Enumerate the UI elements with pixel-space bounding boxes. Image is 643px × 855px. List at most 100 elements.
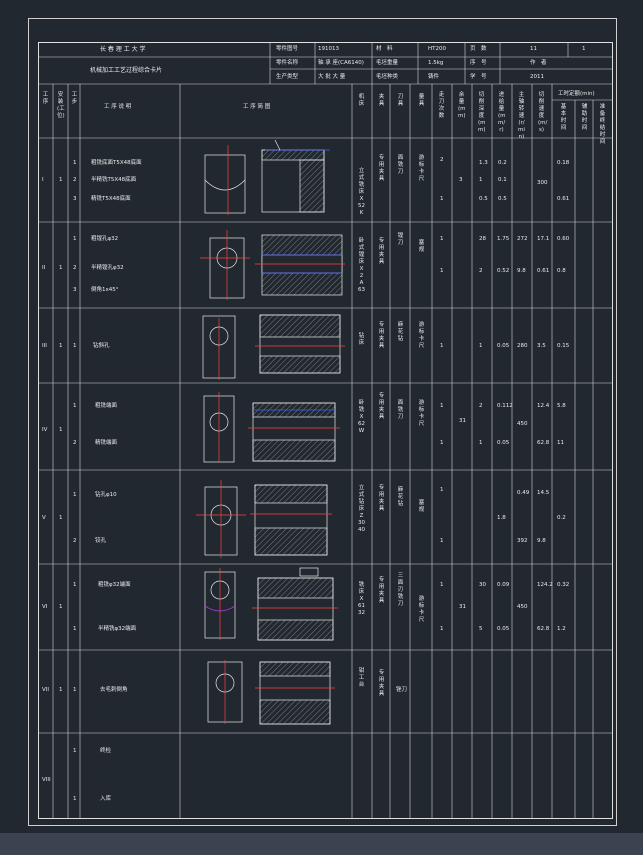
passes: 1	[440, 196, 444, 202]
cutter: 锉刀	[396, 687, 408, 693]
sketch-op5	[196, 480, 332, 558]
fixture: 专用夹具	[378, 238, 385, 265]
step-text: 去毛刺倒角	[100, 687, 128, 693]
production-type-label: 生产类型	[276, 74, 299, 80]
col-setup: 安装(工位)	[57, 92, 65, 119]
speed: 9.8	[517, 268, 526, 274]
step-no: 1	[73, 492, 77, 498]
step-text: 粗铣端面	[95, 403, 118, 409]
speed: 450	[517, 421, 528, 427]
machine: 卧式镗床X2A63	[358, 238, 365, 293]
step-text: 钻斜孔	[93, 343, 110, 349]
seq-label: 序 号	[470, 60, 487, 66]
fixture: 专用夹具	[378, 670, 385, 697]
speed: 280	[517, 343, 528, 349]
basic-time: 0.61	[557, 196, 570, 202]
step-no: 2	[73, 440, 77, 446]
speed: 300	[537, 180, 548, 186]
fixture: 专用夹具	[378, 322, 385, 349]
col-gauge: 量具	[418, 94, 425, 107]
row-process-no: VIII	[42, 777, 51, 783]
col-time-quota: 工时定额(min)	[558, 91, 595, 97]
feed: 0.2	[498, 160, 507, 166]
step-no: 1	[73, 582, 77, 588]
part-no: 191013	[318, 46, 339, 52]
machine: 钻床	[358, 333, 365, 346]
passes: 1	[440, 268, 444, 274]
fixture: 专用夹具	[378, 393, 385, 420]
depth: 1	[479, 440, 483, 446]
step-text: 终检	[100, 748, 112, 754]
feed: 0.112	[497, 403, 513, 409]
col-allowance: 余量(mm)	[458, 92, 466, 119]
step-no: 2	[73, 265, 77, 271]
sketch-op7	[207, 660, 335, 725]
gauge: 游标卡尺	[418, 400, 425, 427]
passes: 1	[440, 440, 444, 446]
feed: 0.52	[497, 268, 510, 274]
material: HT200	[428, 46, 446, 52]
passes: 1	[440, 626, 444, 632]
col-content: 工 序 说 明	[104, 104, 132, 110]
col-process-no: 工序	[42, 92, 49, 105]
row-setup: 1	[59, 177, 63, 183]
col-basic-time: 基本时间	[560, 104, 567, 131]
basic-time: 1.2	[557, 626, 566, 632]
row-process-no: IV	[42, 427, 48, 433]
gauge: 游标卡尺	[418, 596, 425, 623]
fixture: 专用夹具	[378, 485, 385, 512]
cutter: 麻花钻	[397, 322, 404, 342]
depth: 1	[479, 177, 483, 183]
passes: 1	[440, 538, 444, 544]
school-name: 长 春 理 工 大 学	[100, 46, 146, 53]
depth: 30	[479, 582, 486, 588]
row-process-no: I	[42, 177, 44, 183]
row-setup: 1	[59, 515, 63, 521]
basic-time: 0.18	[557, 160, 570, 166]
depth: 2	[479, 268, 483, 274]
row-process-no: V	[42, 515, 46, 521]
allowance: 31	[459, 418, 466, 424]
card-title: 机械加工工艺过程综合卡片	[90, 67, 163, 74]
cutting-speed: 62.8	[537, 626, 550, 632]
page-value: 11	[530, 46, 537, 52]
material-label: 材 料	[376, 46, 393, 52]
step-no: 1	[73, 343, 77, 349]
row-process-no: VII	[42, 687, 50, 693]
step-text: 半精铣T5X48底面	[91, 177, 137, 183]
basic-time: 0.8	[557, 268, 566, 274]
page-no: 1	[582, 46, 586, 52]
step-text: 粗铣φ32端面	[98, 582, 131, 588]
part-name-label: 零件名称	[276, 60, 299, 66]
part-no-label: 零件图号	[276, 46, 299, 52]
sketch-op2	[200, 230, 345, 300]
row-setup: 1	[59, 604, 63, 610]
basic-time: 0.60	[557, 236, 570, 242]
machine: 铣床X6132	[358, 582, 365, 616]
cutter: 麻花钻	[397, 487, 404, 507]
gauge: 塞规	[418, 240, 425, 253]
step-text: 入库	[100, 796, 112, 802]
col-machine: 机床	[358, 94, 365, 107]
step-no: 1	[73, 160, 77, 166]
col-sketch: 工 序 简 图	[243, 104, 271, 110]
feed: 0.49	[517, 490, 530, 496]
col-cutter: 刀具	[397, 94, 404, 107]
col-prep-time: 准备终结时间	[599, 104, 606, 145]
col-depth: 切削深度(mm)	[478, 92, 486, 133]
cutting-speed: 17.1	[537, 236, 550, 242]
cutting-speed: 62.8	[537, 440, 550, 446]
row-process-no: III	[42, 343, 47, 349]
cutter: 镗刀	[397, 233, 404, 246]
grade-value: 2011	[530, 74, 544, 80]
feed: 0.1	[498, 177, 507, 183]
feed: 0.09	[497, 582, 510, 588]
sketch-op6	[204, 567, 338, 641]
passes: 1	[440, 343, 444, 349]
gauge: 塞规	[418, 500, 425, 513]
step-text: 半精铣φ32端面	[98, 626, 137, 632]
seq-value: 作 者	[530, 60, 547, 66]
row-setup: 1	[59, 427, 63, 433]
passes: 1	[440, 487, 444, 493]
speed: 392	[517, 538, 528, 544]
